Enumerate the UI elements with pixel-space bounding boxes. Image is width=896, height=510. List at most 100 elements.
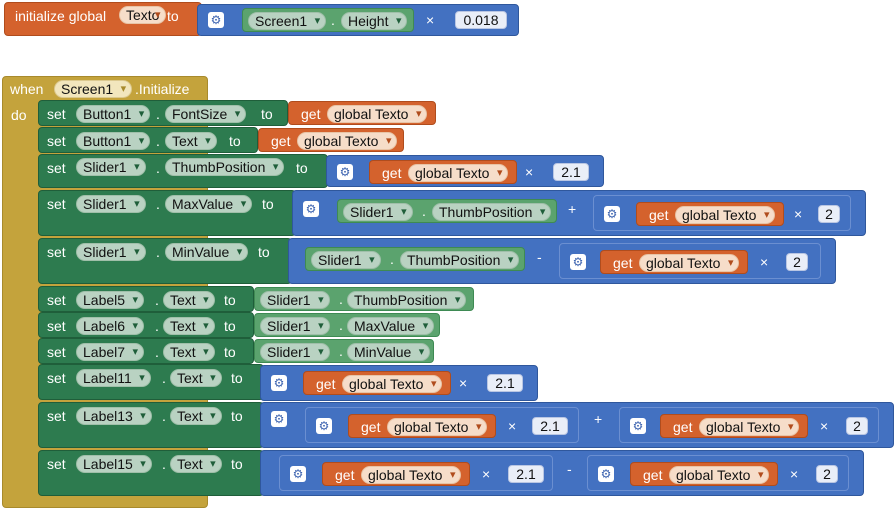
component-getter-block[interactable]: Slider1 . ThumbPosition xyxy=(337,199,557,223)
get-variable-block[interactable]: get global Texto xyxy=(369,160,517,184)
component-dropdown[interactable]: Label7 xyxy=(76,343,145,361)
setter-block[interactable]: set Button1 . FontSize to xyxy=(38,100,288,126)
variable-dropdown[interactable]: global Texto xyxy=(699,418,800,436)
setter-block[interactable]: set Button1 . Text to xyxy=(38,127,258,153)
variable-dropdown[interactable]: global Texto xyxy=(327,105,428,123)
variable-dropdown[interactable]: global Texto xyxy=(639,254,740,272)
number-field[interactable]: 2.1 xyxy=(487,374,523,392)
multiply-block[interactable]: ⚙ get global Texto × 2 xyxy=(559,243,821,279)
gear-icon[interactable]: ⚙ xyxy=(271,411,287,427)
component-getter-block[interactable]: Slider1 . ThumbPosition xyxy=(254,287,474,311)
property-dropdown[interactable]: Text xyxy=(170,407,222,425)
gear-icon[interactable]: ⚙ xyxy=(290,466,306,482)
setter-block[interactable]: set Label13 . Text to xyxy=(38,402,264,448)
add-block[interactable]: ⚙ ⚙ get global Texto × 2.1 + ⚙ get globa… xyxy=(260,402,894,448)
gear-icon[interactable]: ⚙ xyxy=(271,375,287,391)
gear-icon[interactable]: ⚙ xyxy=(316,418,332,434)
component-getter-block[interactable]: Slider1 . MinValue xyxy=(254,339,434,363)
get-variable-block[interactable]: get global Texto xyxy=(303,371,451,395)
component-dropdown[interactable]: Label5 xyxy=(76,291,145,309)
get-variable-block[interactable]: get global Texto xyxy=(660,414,808,438)
variable-dropdown[interactable]: global Texto xyxy=(342,375,443,393)
property-dropdown[interactable]: Text xyxy=(163,343,215,361)
gear-icon[interactable]: ⚙ xyxy=(570,254,586,270)
property-dropdown[interactable]: MinValue xyxy=(347,343,431,361)
gear-icon[interactable]: ⚙ xyxy=(604,206,620,222)
multiply-block[interactable]: ⚙ get global Texto × 2 xyxy=(593,195,851,231)
number-field[interactable]: 0.018 xyxy=(455,11,507,29)
number-field[interactable]: 2.1 xyxy=(532,417,568,435)
component-dropdown[interactable]: Slider1 xyxy=(76,195,146,213)
global-declaration-block[interactable]: initialize global Texto to xyxy=(4,2,202,36)
multiply-block[interactable]: ⚙ get global Texto × 2 xyxy=(619,407,879,443)
setter-block[interactable]: set Label6 . Text to xyxy=(38,312,254,338)
component-getter-block[interactable]: Screen1 . Height xyxy=(242,8,414,32)
multiply-block[interactable]: ⚙ get global Texto × 2.1 xyxy=(305,407,579,443)
gear-icon[interactable]: ⚙ xyxy=(208,12,224,28)
setter-block[interactable]: set Label15 . Text to xyxy=(38,450,264,496)
variable-dropdown[interactable]: global Texto xyxy=(297,132,398,150)
component-dropdown[interactable]: Slider1 xyxy=(76,158,146,176)
setter-block[interactable]: set Slider1 . MinValue to xyxy=(38,238,292,284)
event-component-dropdown[interactable]: Screen1 xyxy=(54,80,133,98)
multiply-block[interactable]: ⚙ get global Texto × 2 xyxy=(587,455,849,491)
property-dropdown[interactable]: MaxValue xyxy=(347,317,435,335)
setter-block[interactable]: set Label5 . Text to xyxy=(38,286,254,312)
multiply-block[interactable]: ⚙ get global Texto × 2.1 xyxy=(260,365,538,401)
component-dropdown[interactable]: Label15 xyxy=(76,455,152,473)
gear-icon[interactable]: ⚙ xyxy=(337,164,353,180)
property-dropdown[interactable]: ThumbPosition xyxy=(165,158,285,176)
component-dropdown[interactable]: Screen1 xyxy=(248,12,327,30)
setter-block[interactable]: set Slider1 . ThumbPosition to xyxy=(38,154,328,188)
number-field[interactable]: 2.1 xyxy=(553,163,589,181)
variable-dropdown[interactable]: global Texto xyxy=(675,206,776,224)
multiply-block[interactable]: ⚙ get global Texto × 2.1 xyxy=(279,455,553,491)
multiply-block[interactable]: ⚙ Screen1 . Height × 0.018 xyxy=(197,4,519,36)
property-dropdown[interactable]: FontSize xyxy=(165,105,247,123)
number-field[interactable]: 2 xyxy=(816,465,838,483)
component-dropdown[interactable]: Button1 xyxy=(76,132,151,150)
component-dropdown[interactable]: Slider1 xyxy=(260,291,330,309)
multiply-block[interactable]: ⚙ get global Texto × 2.1 xyxy=(326,155,604,187)
property-dropdown[interactable]: ThumbPosition xyxy=(432,203,552,221)
property-dropdown[interactable]: Height xyxy=(341,12,408,30)
number-field[interactable]: 2 xyxy=(786,253,808,271)
variable-dropdown[interactable]: global Texto xyxy=(669,466,770,484)
gear-icon[interactable]: ⚙ xyxy=(630,418,646,434)
add-block[interactable]: ⚙ Slider1 . ThumbPosition + ⚙ get global… xyxy=(292,190,866,236)
variable-dropdown[interactable]: global Texto xyxy=(408,164,509,182)
subtract-block[interactable]: Slider1 . ThumbPosition - ⚙ get global T… xyxy=(288,238,836,284)
subtract-block[interactable]: ⚙ get global Texto × 2.1 - ⚙ get global … xyxy=(260,450,864,496)
property-dropdown[interactable]: Text xyxy=(165,132,217,150)
get-variable-block[interactable]: get global Texto xyxy=(636,202,784,226)
component-dropdown[interactable]: Slider1 xyxy=(260,343,330,361)
variable-dropdown[interactable]: global Texto xyxy=(361,466,462,484)
variable-dropdown[interactable]: global Texto xyxy=(387,418,488,436)
component-dropdown[interactable]: Slider1 xyxy=(311,251,381,269)
get-variable-block[interactable]: get global Texto xyxy=(258,128,404,152)
number-field[interactable]: 2.1 xyxy=(508,465,544,483)
gear-icon[interactable]: ⚙ xyxy=(598,466,614,482)
component-dropdown[interactable]: Label13 xyxy=(76,407,152,425)
component-dropdown[interactable]: Label6 xyxy=(76,317,145,335)
number-field[interactable]: 2 xyxy=(846,417,868,435)
get-variable-block[interactable]: get global Texto xyxy=(630,462,778,486)
get-variable-block[interactable]: get global Texto xyxy=(288,101,436,125)
property-dropdown[interactable]: Text xyxy=(163,317,215,335)
setter-block[interactable]: set Slider1 . MaxValue to xyxy=(38,190,296,236)
property-dropdown[interactable]: ThumbPosition xyxy=(347,291,467,309)
property-dropdown[interactable]: Text xyxy=(163,291,215,309)
component-dropdown[interactable]: Button1 xyxy=(76,105,151,123)
get-variable-block[interactable]: get global Texto xyxy=(348,414,496,438)
number-field[interactable]: 2 xyxy=(818,205,840,223)
property-dropdown[interactable]: MaxValue xyxy=(165,195,253,213)
component-dropdown[interactable]: Slider1 xyxy=(76,243,146,261)
global-name-field[interactable]: Texto xyxy=(119,6,167,24)
component-dropdown[interactable]: Slider1 xyxy=(260,317,330,335)
get-variable-block[interactable]: get global Texto xyxy=(322,462,470,486)
component-dropdown[interactable]: Slider1 xyxy=(343,203,413,221)
gear-icon[interactable]: ⚙ xyxy=(303,201,319,217)
property-dropdown[interactable]: Text xyxy=(170,455,222,473)
component-getter-block[interactable]: Slider1 . MaxValue xyxy=(254,313,440,337)
property-dropdown[interactable]: Text xyxy=(170,369,222,387)
